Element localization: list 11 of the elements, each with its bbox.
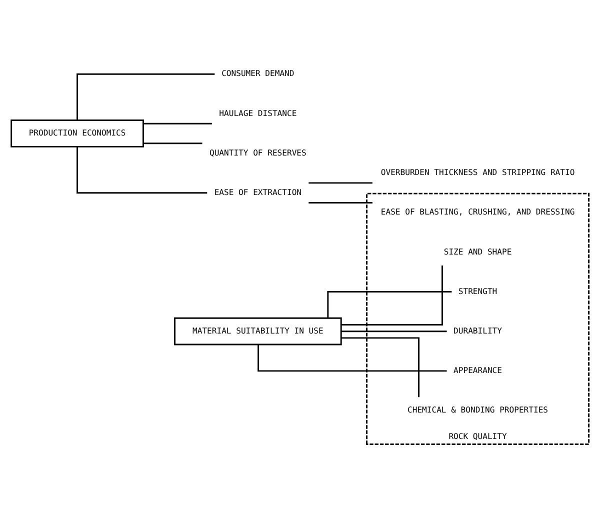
connector [308,182,372,184]
connector [76,73,215,120]
connector [341,330,447,332]
connector [308,202,372,204]
connector [327,291,452,318]
connector [341,266,443,326]
connector [143,122,212,124]
connector [258,344,447,372]
connector [76,146,208,194]
connector [341,337,420,398]
connector [143,142,202,144]
